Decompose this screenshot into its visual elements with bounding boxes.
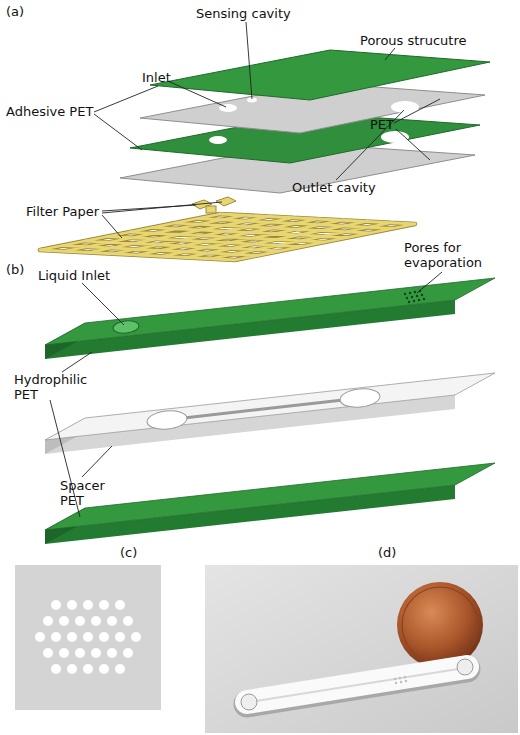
pore <box>400 681 402 683</box>
outlet-cavity <box>391 101 419 113</box>
part-label: Outlet cavity <box>292 180 376 195</box>
pore <box>51 664 61 674</box>
part-label: (c) <box>120 545 137 560</box>
part-label: (d) <box>378 545 396 560</box>
part-label: Adhesive PET <box>6 104 93 119</box>
layer-1-porous <box>150 50 490 100</box>
pore <box>414 291 416 293</box>
pore <box>404 676 406 678</box>
leader-lines-b <box>50 272 442 517</box>
part-label: Spacer PET <box>60 478 120 508</box>
hole <box>209 136 227 144</box>
evaporation-pores <box>404 290 425 303</box>
pore <box>423 298 425 300</box>
part-label: Hydrophilic PET <box>14 372 94 402</box>
pore <box>115 664 125 674</box>
part-label: Porous strucutre <box>360 33 466 48</box>
pore <box>51 600 61 610</box>
pore <box>59 616 69 626</box>
slab-top <box>45 373 495 440</box>
pore <box>406 297 408 299</box>
pore <box>413 300 415 302</box>
filter-piece <box>206 206 216 213</box>
pore <box>404 293 406 295</box>
pore <box>99 632 109 642</box>
pore <box>123 648 133 658</box>
part-label: (b) <box>6 262 24 277</box>
pore <box>35 632 45 642</box>
part-label: Pores for evaporation <box>404 240 504 270</box>
pore <box>123 616 133 626</box>
pore <box>411 296 413 298</box>
pore <box>67 664 77 674</box>
pore <box>83 632 93 642</box>
grid-strips <box>40 214 415 260</box>
filter-piece <box>216 197 236 206</box>
pore <box>409 292 411 294</box>
slab-top <box>45 278 495 345</box>
grid-filter <box>40 214 415 260</box>
part-label: Inlet <box>142 70 171 85</box>
pore <box>67 632 77 642</box>
top-hydrophilic-pet <box>45 278 495 359</box>
pore <box>51 632 61 642</box>
pore <box>399 677 401 679</box>
pore <box>107 616 117 626</box>
pore <box>416 295 418 297</box>
pattern-background <box>15 565 161 710</box>
pore <box>43 616 53 626</box>
device-photo <box>205 565 518 733</box>
pore <box>115 600 125 610</box>
strip-outlet <box>457 659 473 675</box>
leader-lines-a <box>94 22 440 238</box>
liquid-inlet <box>112 320 139 335</box>
pore <box>107 648 117 658</box>
pore <box>67 600 77 610</box>
pore <box>115 632 125 642</box>
part-label: Sensing cavity <box>196 6 291 21</box>
pore-pattern <box>15 565 161 710</box>
bottom-hydrophilic-pet <box>45 463 495 544</box>
porous-sheet <box>150 50 490 100</box>
pore <box>394 678 396 680</box>
strip-body <box>247 667 467 702</box>
pore <box>408 301 410 303</box>
spacer-pet <box>45 373 495 454</box>
pore <box>43 648 53 658</box>
pore <box>83 600 93 610</box>
pore <box>405 680 407 682</box>
hole <box>339 387 381 409</box>
pore <box>59 648 69 658</box>
strip-inlet <box>241 694 257 710</box>
pore <box>421 294 423 296</box>
part-label: Filter Paper <box>26 204 99 219</box>
strip-channel <box>256 669 458 701</box>
pore <box>75 616 85 626</box>
pore <box>75 648 85 658</box>
pore <box>99 600 109 610</box>
strip-pores <box>394 676 407 684</box>
pore <box>99 664 109 674</box>
pore <box>91 648 101 658</box>
hole <box>146 409 188 431</box>
pore <box>418 299 420 301</box>
coin <box>397 582 483 668</box>
pore <box>395 682 397 684</box>
pore-circles <box>35 600 141 674</box>
filter-pieces <box>192 197 236 213</box>
pore <box>83 664 93 674</box>
coin-rim <box>402 587 478 663</box>
slab-top <box>45 463 495 530</box>
pore <box>91 616 101 626</box>
channel <box>175 399 352 419</box>
part-label: (a) <box>6 4 24 19</box>
photo-background <box>205 565 518 733</box>
pore <box>131 632 141 642</box>
part-label: PET <box>370 117 394 132</box>
part-label: Liquid Inlet <box>38 268 110 283</box>
grid-outline <box>40 214 415 260</box>
